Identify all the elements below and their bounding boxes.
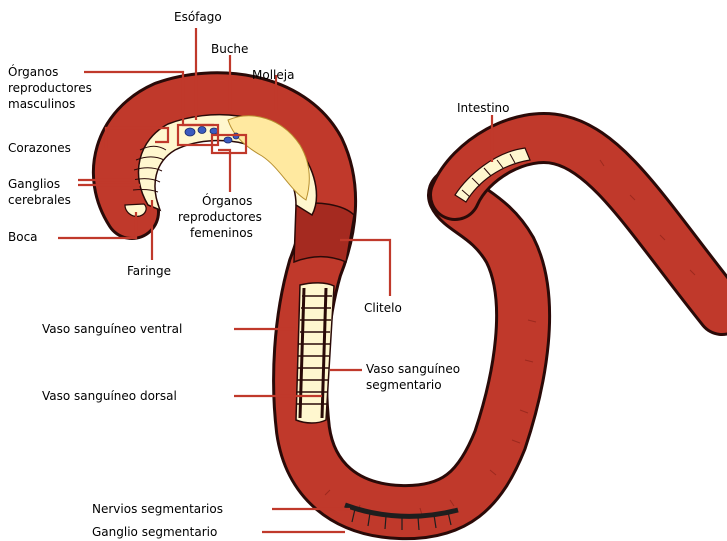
label-intestino: Intestino bbox=[457, 101, 509, 115]
label-faringe: Faringe bbox=[127, 264, 171, 278]
label-boca: Boca bbox=[8, 230, 38, 244]
label-buche: Buche bbox=[211, 42, 248, 56]
label-org-fem-1: Órganos bbox=[202, 193, 252, 208]
clitellum bbox=[294, 203, 354, 262]
label-vaso-seg-1: Vaso sanguíneo bbox=[366, 362, 460, 376]
label-org-masc-3: masculinos bbox=[8, 97, 75, 111]
label-org-fem-2: reproductores bbox=[178, 210, 262, 224]
label-nervios: Nervios segmentarios bbox=[92, 502, 223, 516]
worm-body bbox=[120, 99, 727, 515]
leader-org-fem bbox=[218, 150, 230, 192]
label-vaso-ventral: Vaso sanguíneo ventral bbox=[42, 322, 182, 336]
label-org-fem-3: femeninos bbox=[190, 226, 253, 240]
label-molleja: Molleja bbox=[252, 68, 294, 82]
label-corazones: Corazones bbox=[8, 141, 71, 155]
label-vaso-seg-2: segmentario bbox=[366, 378, 442, 392]
label-org-masc-1: Órganos bbox=[8, 64, 58, 79]
label-org-masc-2: reproductores bbox=[8, 81, 92, 95]
label-vaso-dorsal: Vaso sanguíneo dorsal bbox=[42, 389, 177, 403]
label-ganglios-2: cerebrales bbox=[8, 193, 71, 207]
label-esofago: Esófago bbox=[174, 10, 222, 24]
label-ganglio-seg: Ganglio segmentario bbox=[92, 525, 217, 539]
label-clitelo: Clitelo bbox=[364, 301, 402, 315]
label-ganglios-1: Ganglios bbox=[8, 177, 60, 191]
